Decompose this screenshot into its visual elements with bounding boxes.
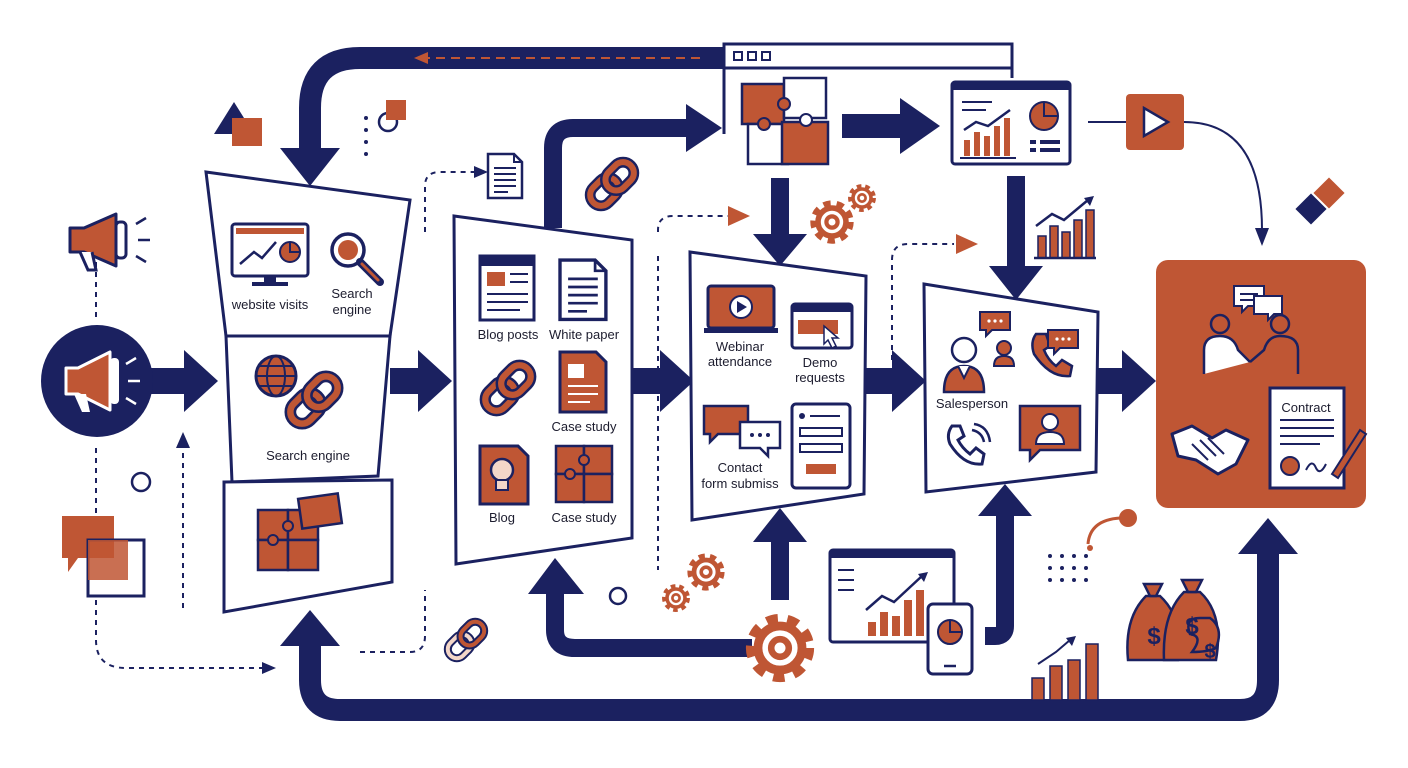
- svg-text:$: $: [1185, 613, 1199, 640]
- svg-text:$: $: [1147, 623, 1161, 650]
- to-puzzle-arrowhead: [686, 104, 722, 152]
- gear-icon: [850, 186, 873, 209]
- contract-label: Contract: [1281, 400, 1331, 415]
- monitor-chart-icon: [230, 222, 310, 286]
- megaphone-icon: [68, 212, 150, 272]
- play-to-deal-line: [1183, 121, 1263, 231]
- phone-ring-icon: [946, 422, 992, 466]
- analytics-screen-icon: [828, 548, 956, 644]
- person-icon: [942, 336, 986, 394]
- magnifier-icon: [330, 232, 384, 286]
- top-left-shapes: [130, 102, 262, 493]
- top-loop-arrowhead: [280, 148, 340, 186]
- contact-label-2: form submiss: [701, 476, 779, 491]
- mobile-chart-icon: [926, 602, 974, 676]
- demo-label-1: Demo: [803, 355, 838, 370]
- small-circle: [608, 586, 628, 606]
- top-dashed-arrowhead: [414, 52, 428, 64]
- puzzle-window: [722, 42, 1014, 134]
- blog-posts-label: Blog posts: [478, 327, 539, 342]
- search-engine-mid-label: Search engine: [266, 448, 350, 463]
- case-study-icon: [558, 350, 608, 414]
- demo-label-2: requests: [795, 370, 845, 385]
- dashed-connectors: [95, 171, 954, 669]
- play-button-icon: [1126, 94, 1184, 150]
- blog-label: Blog: [489, 510, 515, 525]
- floating-dots: [364, 100, 406, 156]
- diamond-shapes: [1295, 177, 1345, 225]
- demo-screen-icon: [790, 302, 854, 350]
- webinar-label-1: Webinar: [716, 339, 765, 354]
- puzzle-down-arrowhead: [753, 234, 807, 266]
- stage3-up-arrowhead: [753, 508, 807, 542]
- webinar-play-icon: [704, 284, 778, 333]
- white-paper-icon: [558, 258, 608, 322]
- dashboard-icon: [950, 80, 1072, 166]
- chain-link-icon: [443, 617, 489, 663]
- globe-icon: [254, 354, 298, 398]
- puzzle-pieces-icon: [740, 76, 830, 166]
- stage2-up-arrowhead: [528, 558, 584, 594]
- handshake-people-icon: [1202, 285, 1300, 374]
- contract-icon: [1268, 386, 1368, 490]
- gear-icon: [751, 619, 808, 676]
- gear-icon: [664, 586, 687, 609]
- video-call-icon: [1018, 404, 1082, 464]
- top-loop-arrow: [299, 47, 725, 150]
- webinar-label-2: attendance: [708, 354, 772, 369]
- phone-icon: [1031, 332, 1074, 378]
- bottom-right-arrowhead: [1238, 518, 1298, 554]
- dot-grid: [1048, 554, 1088, 582]
- person-small-icon: [992, 340, 1016, 367]
- salesperson-label: Salesperson: [936, 396, 1008, 411]
- chat-squares-icon: [62, 516, 146, 598]
- stage2-loop-arrow: [544, 119, 1025, 657]
- search-engine-top-label-1: Search: [331, 286, 372, 301]
- case-study-label-1: Case study: [551, 419, 617, 434]
- bar-chart-icon: [1034, 196, 1096, 260]
- svg-text:$: $: [1204, 641, 1215, 663]
- stage4-up-arrowhead: [978, 484, 1032, 516]
- dashboard-down-arrowhead: [989, 266, 1043, 300]
- bottom-left-arrowhead: [280, 610, 340, 646]
- puzzle-icon: [554, 444, 614, 504]
- pin-decoration: [1086, 509, 1137, 551]
- lightbulb-icon: [478, 444, 530, 506]
- gear-icon: [690, 556, 721, 587]
- bottom-loop-arrow: [299, 548, 1279, 721]
- search-engine-top-label-2: engine: [332, 302, 371, 317]
- website-visits-label: website visits: [231, 297, 309, 312]
- chain-link-icon: [586, 158, 639, 211]
- document-icon: [486, 152, 524, 200]
- blog-posts-icon: [478, 254, 536, 322]
- form-icon: [790, 402, 852, 490]
- contact-label-1: Contact: [718, 460, 763, 475]
- gear-icon: [814, 204, 850, 240]
- growth-bars-icon: [1031, 636, 1099, 701]
- chat-bubbles-icon: [702, 404, 782, 460]
- white-paper-label: White paper: [549, 327, 620, 342]
- handshake-icon: [1170, 424, 1250, 476]
- case-study-label-2: Case study: [551, 510, 617, 525]
- megaphone-circle-icon: [41, 325, 153, 437]
- puzzle-icon: [256, 491, 344, 572]
- money-bag-icon: $ $ $: [1126, 578, 1221, 663]
